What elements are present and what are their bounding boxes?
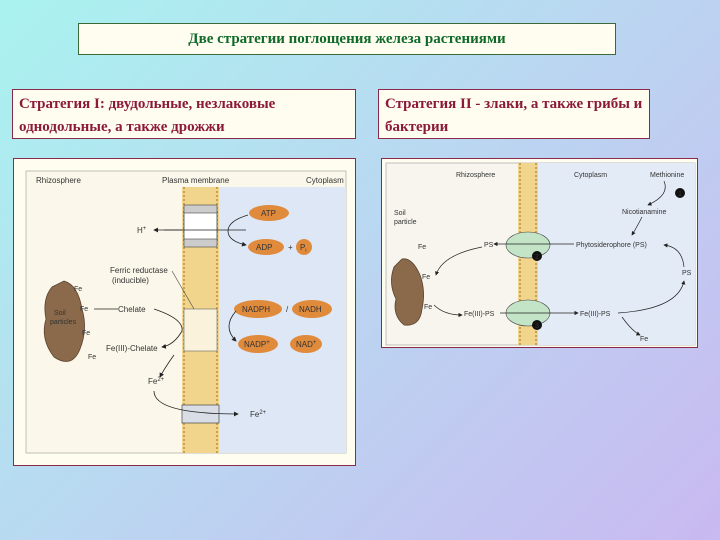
soil-particle-shape xyxy=(391,258,424,326)
step-2-marker xyxy=(532,251,542,261)
atp-badge xyxy=(249,205,289,221)
label-nadh: NADH xyxy=(299,305,322,314)
label-fe-a: Fe xyxy=(74,286,82,293)
label-nicotianamine: Nicotianamine xyxy=(622,209,666,216)
cytoplasm-region xyxy=(219,187,346,453)
ferric-reductase xyxy=(183,308,218,352)
label-fe2-right: Fe2+ xyxy=(250,410,267,419)
label-phytosiderophore: Phytosiderophore (PS) xyxy=(576,242,647,249)
label-nadph: NADPH xyxy=(242,305,270,314)
nad-badge xyxy=(290,335,322,353)
label-fe-1: Fe xyxy=(418,244,426,251)
label-inducible: (inducible) xyxy=(112,276,149,285)
label-ps-right: PS xyxy=(682,270,692,277)
label-fe-3: Fe xyxy=(424,304,432,311)
label-plus: + xyxy=(288,243,293,252)
strategy-1-diagram: Rhizosphere Plasma membrane Cytoplasm H+… xyxy=(13,158,356,466)
label-fe-b: Fe xyxy=(80,306,88,313)
strategy-2-svg: Rhizosphere Cytoplasm Methionine 1 Nicot… xyxy=(385,162,696,346)
nadh-badge xyxy=(292,300,332,318)
adp-badge xyxy=(248,239,284,255)
step-1-marker xyxy=(675,188,685,198)
pi-badge xyxy=(296,239,312,255)
label-fe2-left: Fe2+ xyxy=(148,377,165,386)
label-soil-3: Soil xyxy=(394,210,406,217)
nadp-badge xyxy=(238,335,278,353)
strategy-2-diagram: Rhizosphere Cytoplasm Methionine 1 Nicot… xyxy=(381,158,698,348)
label-nad: NAD+ xyxy=(296,340,317,349)
label-pi: Pi xyxy=(300,243,306,254)
label-step-3: 3 xyxy=(535,323,539,330)
label-atp: ATP xyxy=(261,209,276,218)
atpase-pump xyxy=(183,210,218,242)
label-chelate: Chelate xyxy=(118,305,146,314)
strategy-2-heading: Стратегия II - злаки, а также грибы и ба… xyxy=(378,89,650,139)
soil-particles-shape xyxy=(43,280,85,362)
label-rhizosphere: Rhizosphere xyxy=(36,176,81,185)
label-rhizosphere-2: Rhizosphere xyxy=(456,172,495,179)
page-title: Две стратегии поглощения железа растения… xyxy=(78,23,616,55)
label-fe-2: Fe xyxy=(422,274,430,281)
fe-transporter xyxy=(181,404,220,424)
label-soil-2: particles xyxy=(50,319,77,326)
label-cytoplasm: Cytoplasm xyxy=(306,176,344,185)
label-adp: ADP xyxy=(256,243,272,252)
label-methionine: Methionine xyxy=(650,172,684,179)
label-cytoplasm-2: Cytoplasm xyxy=(574,172,607,179)
label-h-plus: H+ xyxy=(137,226,147,235)
label-slash: / xyxy=(286,305,289,314)
label-fe-c: Fe xyxy=(82,330,90,337)
strategy-1-heading: Стратегия I: двудольные, незлаковые одно… xyxy=(12,89,356,139)
label-fe-chelate: Fe(III)-Chelate xyxy=(106,344,158,353)
label-plasma-membrane: Plasma membrane xyxy=(162,176,230,185)
label-step-1: 1 xyxy=(678,191,682,198)
label-fe-ps-right: Fe(III)-PS xyxy=(580,311,611,318)
label-fe-ps-left: Fe(III)-PS xyxy=(464,311,495,318)
step-3-marker xyxy=(532,320,542,330)
cytoplasm-region-2 xyxy=(538,163,695,345)
label-step-2: 2 xyxy=(535,254,539,261)
label-soil-4: particle xyxy=(394,219,417,226)
label-fe-released: Fe xyxy=(640,336,648,343)
label-ferric-reductase: Ferric reductase xyxy=(110,266,168,275)
label-fe-d: Fe xyxy=(88,354,96,361)
strategy-1-svg: Rhizosphere Plasma membrane Cytoplasm H+… xyxy=(25,170,347,454)
label-ps-left: PS xyxy=(484,242,494,249)
nadph-badge xyxy=(234,300,282,318)
label-nadp: NADP+ xyxy=(244,340,270,349)
label-soil-1: Soil xyxy=(54,310,66,317)
ps-efflux-transporter xyxy=(505,231,551,259)
